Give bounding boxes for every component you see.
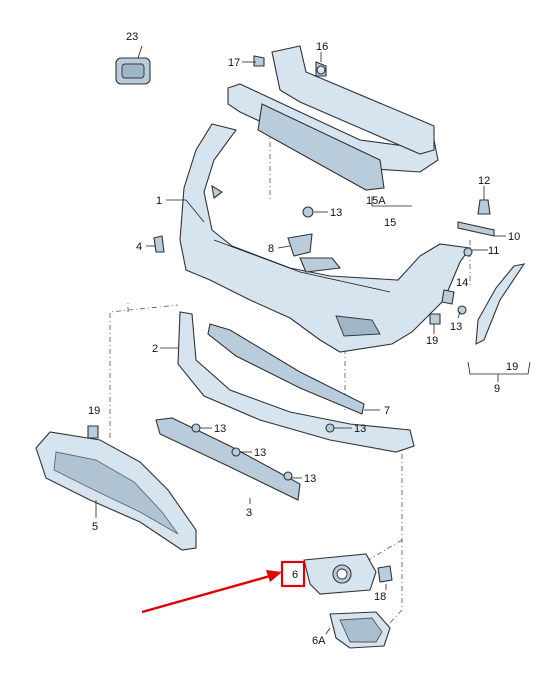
label-6: 6	[292, 569, 298, 581]
label-13-b: 13	[450, 321, 462, 333]
label-11: 11	[488, 245, 499, 257]
label-19-b: 19	[506, 361, 518, 373]
label-3: 3	[246, 507, 252, 519]
part-16-bolt	[315, 61, 327, 77]
label-7: 7	[384, 405, 390, 417]
label-4: 4	[136, 241, 142, 253]
part-10-trim-strip	[457, 221, 495, 237]
label-15a: 15A	[366, 195, 386, 207]
part-19-clip-left	[87, 425, 99, 439]
part-17-bolt	[253, 55, 265, 67]
label-13-f: 13	[304, 473, 316, 485]
label-9: 9	[494, 383, 500, 395]
label-8: 8	[268, 243, 274, 255]
part-2-spoiler	[177, 311, 415, 453]
highlight-arrowhead	[266, 570, 282, 582]
part-4-clip	[153, 235, 165, 253]
label-6a: 6A	[312, 635, 326, 647]
label-18: 18	[374, 591, 386, 603]
part-14-bracket	[441, 289, 455, 305]
highlight-part-6	[141, 560, 306, 614]
highlight-box	[280, 560, 306, 588]
label-19-c: 19	[88, 405, 100, 417]
label-13-a: 13	[330, 207, 342, 219]
label-13-d: 13	[354, 423, 366, 435]
label-12: 12	[478, 175, 490, 187]
part-1-bumper-cover	[179, 123, 471, 353]
part-13-bolts	[191, 206, 467, 481]
label-13-e: 13	[254, 447, 266, 459]
label-23: 23	[126, 31, 138, 43]
part-3-lower-trim	[155, 417, 301, 501]
part-7-reinforcement	[207, 323, 365, 415]
label-16: 16	[316, 41, 328, 53]
part-11-screw	[463, 247, 473, 257]
label-15: 15	[384, 217, 396, 229]
part-labels: 23 17 16 1 13 15A 15 12 10 11 4 8 14 13 …	[88, 31, 520, 647]
label-1: 1	[156, 195, 162, 207]
part-5-grille	[35, 431, 197, 551]
part-15-impact-bar	[227, 45, 439, 191]
part-6-fog-lamp-grille	[303, 553, 377, 595]
part-12-clip	[477, 199, 491, 215]
label-2: 2	[152, 343, 158, 355]
highlight-arrow	[141, 574, 271, 614]
label-10: 10	[508, 231, 520, 243]
label-14: 14	[456, 277, 468, 289]
part-6a-fog-lamp-blank	[329, 611, 391, 649]
part-9-side-trim	[475, 263, 526, 345]
label-5: 5	[92, 521, 98, 533]
part-23-sensor-bracket	[115, 57, 151, 85]
part-18-clip	[377, 565, 393, 583]
label-13-c: 13	[214, 423, 226, 435]
part-8-bracket	[287, 233, 313, 257]
label-17: 17	[228, 57, 240, 69]
part-19-clip-right	[429, 313, 441, 325]
label-19-a: 19	[426, 335, 438, 347]
leader-lines	[95, 45, 531, 635]
